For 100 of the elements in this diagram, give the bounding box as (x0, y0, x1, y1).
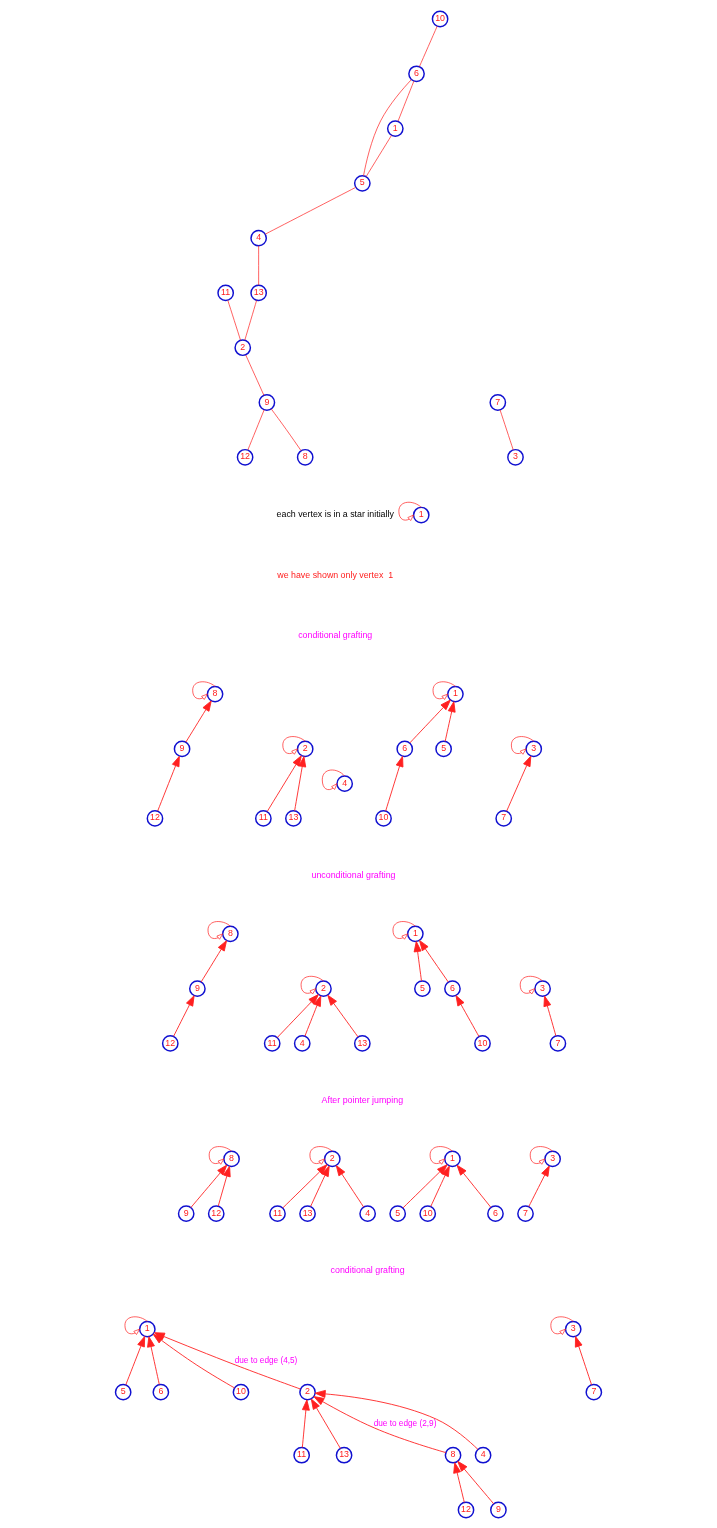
node-circle: 11 (254, 809, 272, 827)
arrow (519, 975, 543, 994)
node-circle: 13 (353, 1034, 371, 1052)
node-circle: 2 (296, 740, 314, 757)
connector (397, 80, 415, 122)
node-circle: 3 (525, 740, 543, 757)
node-circle: 8 (444, 1446, 462, 1464)
arrow (392, 920, 416, 940)
node-circle: 3 (534, 979, 551, 997)
arrow (430, 1165, 450, 1207)
node-circle: 5 (435, 740, 452, 757)
node-circle: 9 (189, 979, 206, 997)
node-circle: 7 (585, 1383, 603, 1401)
node-circle: 1 (386, 119, 404, 137)
arrow (506, 755, 532, 812)
node-circle: 13 (285, 809, 302, 827)
node-circle: 6 (444, 979, 461, 997)
label: conditional grafting (298, 629, 373, 640)
arrow (309, 1145, 333, 1165)
connector (244, 299, 257, 340)
node-circle: 2 (234, 338, 252, 356)
node-circle: 6 (408, 64, 425, 82)
node-circle: 13 (299, 1204, 316, 1222)
arrow (314, 1389, 479, 1450)
arrow (457, 1460, 495, 1504)
arrow (192, 680, 216, 700)
arrow (528, 1165, 550, 1207)
arrow (550, 1315, 574, 1335)
connector (365, 134, 392, 177)
node-circle: 13 (335, 1446, 353, 1464)
node-circle: 12 (236, 448, 254, 466)
arrow (456, 1164, 492, 1208)
label: each vertex is in a star initially (276, 508, 394, 519)
arrow (157, 755, 180, 811)
node-circle: 2 (323, 1150, 341, 1167)
arrow (125, 1335, 146, 1385)
label: unconditional grafting (311, 869, 396, 880)
node-circle: 1 (406, 924, 424, 942)
node-circle: 5 (414, 979, 431, 997)
arrow (217, 1165, 231, 1206)
arrow (282, 735, 306, 755)
arrow (282, 1163, 328, 1208)
arrow (190, 1164, 228, 1208)
arrow (413, 940, 422, 981)
node-circle: 5 (353, 174, 371, 192)
node-circle: 1 (138, 1320, 156, 1338)
node-circle: 5 (114, 1383, 132, 1401)
arrow (276, 993, 319, 1038)
node-circle: 11 (269, 1204, 286, 1222)
node-circle: 4 (336, 774, 354, 792)
arrow (185, 700, 212, 743)
connector (270, 408, 302, 451)
node-circle: 2 (299, 1383, 316, 1401)
node-circle: 9 (490, 1501, 507, 1518)
node-circle: 10 (431, 10, 449, 27)
arrow (147, 1335, 160, 1385)
arrow (335, 1164, 364, 1207)
arrow (208, 1145, 232, 1165)
arrow (124, 1315, 148, 1335)
arrow (529, 1145, 553, 1165)
node-circle: 4 (359, 1204, 377, 1222)
arrow (398, 501, 422, 521)
label: we have shown only vertex 1 (277, 569, 394, 580)
node-circle: 11 (217, 284, 235, 301)
node-circle: 6 (152, 1383, 170, 1401)
node-circle: 7 (495, 809, 513, 827)
arrow (266, 754, 302, 812)
arrow (321, 769, 345, 790)
node-circle: 5 (389, 1204, 407, 1222)
node-circle: 7 (517, 1204, 534, 1222)
arrow (301, 1399, 310, 1448)
arrow (402, 1163, 448, 1208)
connector (258, 245, 259, 285)
node-circle: 6 (396, 740, 414, 757)
arrow (511, 735, 535, 755)
node-circle: 9 (173, 740, 191, 757)
node-circle: 7 (549, 1034, 567, 1052)
arrow (310, 1165, 330, 1207)
arrow (419, 939, 449, 983)
arrow (327, 994, 359, 1037)
node-circle: 12 (207, 1204, 225, 1222)
connector (499, 409, 514, 450)
node-circle: 6 (487, 1204, 504, 1222)
label: After pointer jumping (321, 1094, 404, 1105)
node-circle: 1 (447, 685, 464, 702)
arrow (432, 680, 456, 700)
node-circle: 12 (161, 1034, 179, 1052)
node-circle: 3 (544, 1150, 561, 1167)
node-circle: 3 (564, 1320, 582, 1338)
arrow (294, 755, 307, 811)
arrow (453, 1461, 465, 1503)
arrow (409, 699, 451, 743)
node-circle: 9 (177, 1204, 195, 1222)
node-circle: 4 (293, 1034, 311, 1052)
connector (247, 408, 265, 450)
node-circle: 1 (412, 506, 430, 523)
connector (245, 354, 265, 396)
arrow (304, 995, 322, 1036)
node-circle: 4 (474, 1446, 492, 1464)
connector (419, 25, 438, 67)
